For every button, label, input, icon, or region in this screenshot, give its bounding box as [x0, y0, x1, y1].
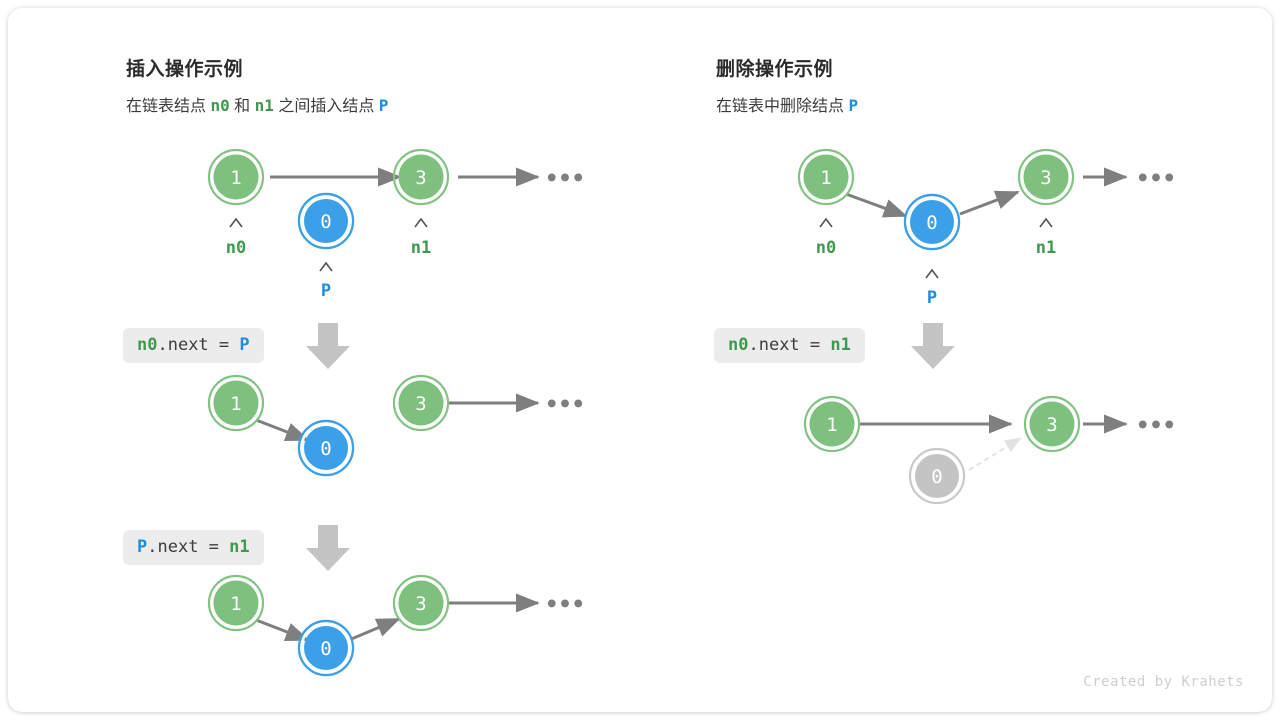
node-value: 0 — [931, 466, 942, 488]
node-label: n0 — [816, 238, 836, 258]
node-deleted-p: 0 — [908, 447, 966, 505]
node-p: 0 — [297, 192, 355, 250]
node-p: 0 — [903, 193, 961, 251]
caret-up-icon — [1039, 217, 1053, 228]
ellipsis: ••• — [1136, 414, 1176, 439]
node-n1: 3 — [1017, 148, 1075, 206]
ellipsis: ••• — [545, 593, 585, 618]
insert-step2-code: P.next = n1 — [123, 530, 264, 566]
node-label: n1 — [411, 238, 431, 258]
arrow-n0-to-p — [255, 618, 310, 642]
node-value: 0 — [320, 211, 331, 233]
node-n0: 1 — [797, 148, 855, 206]
node-value: 1 — [230, 167, 241, 189]
node-value: 3 — [1046, 414, 1057, 436]
node-label: n1 — [1036, 238, 1056, 258]
credit-text: Created by Krahets — [1083, 674, 1244, 690]
insert-row-2: ••• 1 0 3 — [207, 374, 585, 477]
node-n1: 3 — [392, 574, 450, 632]
node-value: 1 — [230, 593, 241, 615]
node-value: 0 — [320, 638, 331, 660]
node-value: 3 — [415, 393, 426, 415]
delete-panel-subtitle: 在链表中删除结点 P — [716, 96, 859, 115]
node-label: n0 — [226, 238, 246, 258]
insert-step2-down-arrow-icon — [306, 525, 350, 571]
ellipsis: ••• — [1136, 167, 1176, 192]
delete-panel-title: 删除操作示例 — [716, 59, 834, 80]
node-n1: 3 — [392, 374, 450, 432]
node-n0: 1 — [207, 374, 265, 432]
node-n0: 1 — [207, 574, 265, 632]
node-value: 3 — [1040, 167, 1051, 189]
node-value: 3 — [415, 593, 426, 615]
node-p: 0 — [297, 419, 355, 477]
insert-row-3: ••• 1 0 3 — [207, 574, 585, 677]
insert-panel-title: 插入操作示例 — [126, 59, 244, 80]
insert-step1-down-arrow-icon — [306, 323, 350, 369]
node-n0: 1 — [207, 148, 265, 206]
caret-up-icon — [925, 268, 939, 279]
delete-row-2: ••• 1 0 3 — [803, 395, 1176, 505]
ellipsis: ••• — [545, 167, 585, 192]
caret-up-icon — [414, 217, 428, 228]
insert-panel-subtitle: 在链表结点 n0 和 n1 之间插入结点 P — [126, 96, 389, 115]
node-value: 1 — [826, 414, 837, 436]
delete-step1-down-arrow-icon — [911, 323, 955, 369]
diagram-card: 插入操作示例 在链表结点 n0 和 n1 之间插入结点 P n0.next = … — [8, 8, 1272, 712]
node-n1: 3 — [1023, 395, 1081, 453]
caret-up-icon — [819, 217, 833, 228]
node-p: 0 — [297, 619, 355, 677]
insert-row-1: ••• 1 n0 0 P 3 — [207, 148, 585, 301]
arrow-p-to-n1 — [959, 190, 1020, 216]
node-value: 1 — [230, 393, 241, 415]
arrow-n0-to-p — [845, 192, 908, 218]
node-n0: 1 — [803, 395, 861, 453]
node-value: 1 — [820, 167, 831, 189]
node-n1: 3 — [392, 148, 450, 206]
diagram-canvas: ••• 1 n0 0 P 3 — [207, 148, 1176, 677]
node-value: 0 — [320, 438, 331, 460]
node-value: 3 — [415, 167, 426, 189]
ellipsis: ••• — [545, 393, 585, 418]
delete-step1-code: n0.next = n1 — [714, 328, 865, 364]
arrow-n0-to-p — [255, 418, 310, 442]
delete-row-1: ••• 1 n0 0 P 3 n1 — [797, 148, 1176, 308]
node-value: 0 — [926, 212, 937, 234]
node-label: P — [927, 288, 937, 308]
arrow-deleted-p-to-n1-faded — [968, 437, 1022, 471]
arrow-p-to-n1 — [348, 617, 401, 642]
insert-step1-code: n0.next = P — [123, 328, 264, 364]
caret-up-icon — [319, 261, 333, 272]
node-label: P — [321, 281, 331, 301]
caret-up-icon — [229, 217, 243, 228]
